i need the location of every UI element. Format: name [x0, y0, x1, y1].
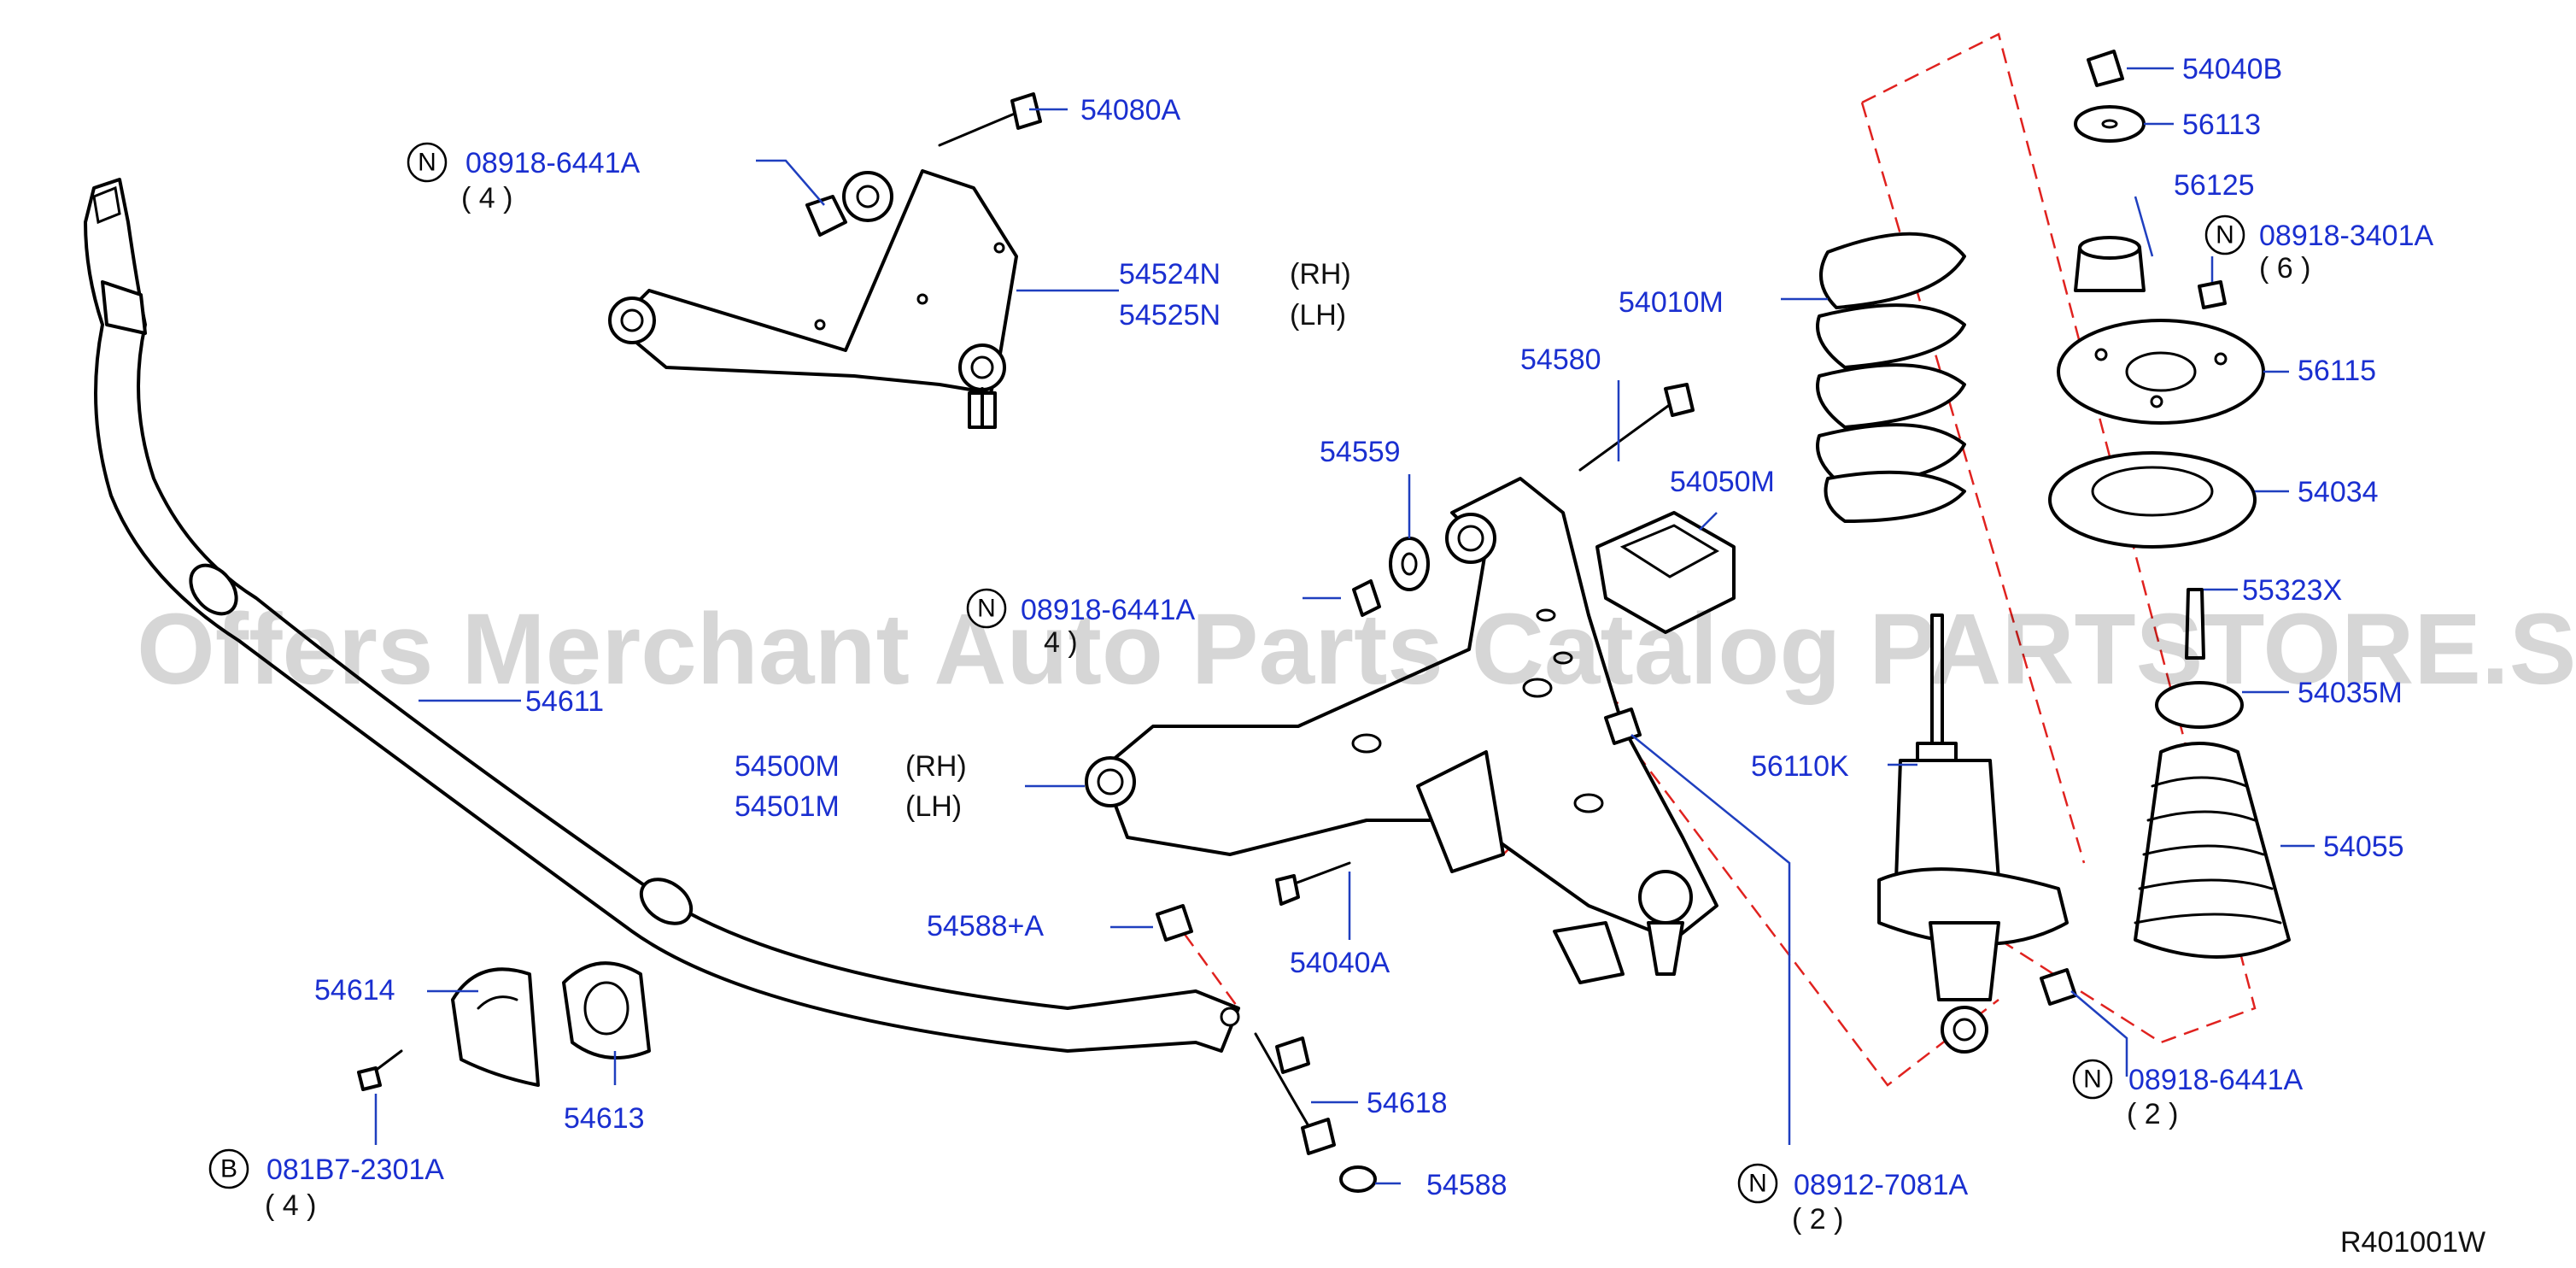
- lh-lower: (LH): [905, 790, 962, 823]
- n-marker-3: [1737, 1163, 1778, 1204]
- label-54040B[interactable]: 54040B: [2182, 53, 2282, 85]
- label-08918-6441A-mid[interactable]: 08918-6441A: [1021, 594, 1196, 626]
- lh-upper: (LH): [1290, 299, 1346, 332]
- n-marker-2-text: N: [977, 595, 996, 623]
- qty-top: ( 4 ): [461, 182, 512, 214]
- label-54618[interactable]: 54618: [1367, 1087, 1448, 1119]
- label-54580[interactable]: 54580: [1520, 343, 1601, 376]
- n-marker-4: [2204, 214, 2245, 255]
- label-54559[interactable]: 54559: [1320, 436, 1401, 468]
- label-56115[interactable]: 56115: [2298, 355, 2376, 387]
- qty-bolt: ( 4 ): [265, 1189, 316, 1222]
- stabilizer-bar: [84, 178, 1240, 1053]
- label-54525N[interactable]: 54525N: [1119, 299, 1221, 332]
- label-56113[interactable]: 56113: [2182, 109, 2261, 141]
- shock-absorber: [1877, 613, 2077, 1054]
- label-54524N[interactable]: 54524N: [1119, 258, 1221, 291]
- n-marker-5: [2072, 1059, 2113, 1100]
- label-54501M[interactable]: 54501M: [735, 790, 840, 823]
- qty-3401: ( 6 ): [2259, 252, 2310, 285]
- leader-lines: [374, 67, 2315, 1185]
- label-54034[interactable]: 54034: [2298, 476, 2379, 508]
- strut-mount-stack: [2048, 50, 2291, 959]
- label-54050M[interactable]: 54050M: [1670, 466, 1775, 498]
- watermark-text: Offers Merchant Auto Parts Catalog PARTS…: [137, 593, 2576, 706]
- qty-low: ( 2 ): [2127, 1098, 2178, 1130]
- label-55323X[interactable]: 55323X: [2242, 574, 2342, 607]
- b-marker-text: B: [220, 1155, 237, 1183]
- label-56110K[interactable]: 56110K: [1751, 750, 1849, 783]
- label-081B7-2301A[interactable]: 081B7-2301A: [266, 1154, 444, 1186]
- label-08918-6441A-low[interactable]: 08918-6441A: [2128, 1064, 2304, 1096]
- stabilizer-bushing-clamp: [357, 961, 651, 1091]
- n-marker-1: [407, 142, 448, 183]
- n-marker-2: [966, 588, 1007, 629]
- coil-spring: [1816, 232, 1966, 523]
- n-marker-5-text: N: [2083, 1065, 2102, 1094]
- label-08918-3401A[interactable]: 08918-3401A: [2259, 220, 2434, 252]
- label-54588[interactable]: 54588: [1426, 1169, 1508, 1201]
- label-08918-6441A-top[interactable]: 08918-6441A: [465, 147, 641, 179]
- upper-control-arm: [608, 92, 1042, 429]
- label-54035M[interactable]: 54035M: [2298, 677, 2403, 709]
- label-54614[interactable]: 54614: [314, 974, 395, 1007]
- stabilizer-link: [1156, 904, 1377, 1193]
- label-54611[interactable]: 54611: [525, 685, 604, 718]
- label-56125[interactable]: 56125: [2174, 169, 2255, 202]
- label-54613[interactable]: 54613: [564, 1102, 645, 1135]
- b-marker: [208, 1148, 249, 1189]
- n-marker-4-text: N: [2216, 221, 2234, 249]
- n-marker-3-text: N: [1748, 1170, 1767, 1198]
- qty-08912: ( 2 ): [1792, 1203, 1843, 1236]
- diagram-code: R401001W: [2340, 1226, 2485, 1259]
- label-54500M[interactable]: 54500M: [735, 750, 840, 783]
- qty-mid: 4 ): [1044, 626, 1078, 659]
- n-marker-1-text: N: [418, 149, 436, 177]
- rh-lower: (RH): [905, 750, 967, 783]
- label-54040A[interactable]: 54040A: [1290, 947, 1390, 979]
- label-54055[interactable]: 54055: [2323, 831, 2404, 863]
- label-54010M[interactable]: 54010M: [1619, 286, 1724, 319]
- lower-control-arm: [1085, 383, 1736, 984]
- rh-upper: (RH): [1290, 258, 1351, 291]
- label-54588A[interactable]: 54588+A: [927, 910, 1044, 942]
- part-labels: 54080A N 08918-6441A ( 4 ) 54524N (RH) 5…: [208, 53, 2485, 1259]
- label-54080A[interactable]: 54080A: [1080, 94, 1181, 126]
- label-08912-7081A[interactable]: 08912-7081A: [1794, 1169, 1969, 1201]
